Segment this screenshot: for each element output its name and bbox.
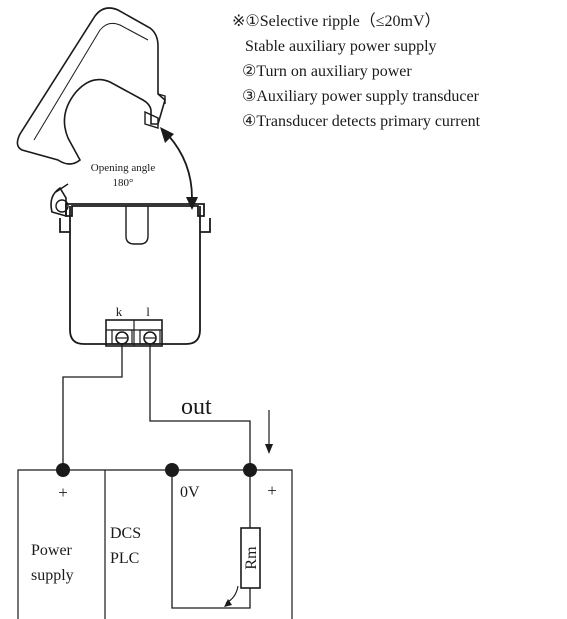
opening-angle-value: 180° <box>113 177 134 189</box>
power-supply-label-line2: supply <box>31 567 74 584</box>
wires <box>62 344 251 609</box>
resistor-label: Rm <box>243 546 260 570</box>
opening-angle-arrow <box>160 127 198 210</box>
opening-angle-label: Opening angle <box>91 162 156 174</box>
hinge <box>50 183 69 218</box>
note-line-5: ④Transducer detects primary current <box>242 113 481 130</box>
note-line-1: ※①Selective ripple（≤20mV） <box>232 12 441 30</box>
node-0v <box>165 463 179 477</box>
clamp-jaw <box>16 7 166 165</box>
note-line-3: ②Turn on auxiliary power <box>242 63 412 80</box>
notes-block: ※①Selective ripple（≤20mV） Stable auxilia… <box>232 12 481 130</box>
plus-right-label: + <box>267 481 277 500</box>
terminal-k-label: k <box>116 304 123 319</box>
note-line-4: ③Auxiliary power supply transducer <box>242 88 480 105</box>
resistor-rm: Rm <box>240 527 261 589</box>
dcs-label: DCS <box>110 525 141 542</box>
zero-v-label: 0V <box>180 484 200 501</box>
current-arrow <box>265 410 273 454</box>
terminal-l-label: l <box>146 304 150 319</box>
node-plus-supply <box>56 463 70 477</box>
note-line-2: Stable auxiliary power supply <box>245 38 437 55</box>
power-supply-label-line1: Power <box>31 542 73 559</box>
plus-left-label: + <box>58 483 68 502</box>
plc-label: PLC <box>110 550 139 567</box>
sensor-body <box>59 203 211 347</box>
loop-current-arrow <box>224 585 239 607</box>
receiver-box <box>17 469 293 619</box>
node-plus-input <box>243 463 257 477</box>
out-label: out <box>181 394 212 420</box>
